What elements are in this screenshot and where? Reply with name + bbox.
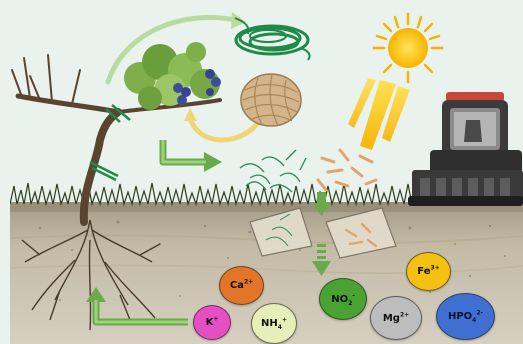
ion-fe-symbol: Fe [417, 266, 430, 277]
twine-ball-image [241, 74, 301, 126]
ion-nh4-symbol: NH [261, 318, 278, 329]
ion-mg-badge: Mg2+ [370, 296, 422, 340]
ion-hpo4-symbol: HPO [448, 311, 472, 322]
ion-k-badge: K+ [193, 305, 231, 340]
ion-hpo4-subscript: 4 [472, 317, 476, 324]
tractor-mulcher [408, 92, 523, 206]
ion-fe-badge: Fe3+ [406, 252, 451, 291]
wire-spool-image [235, 18, 310, 60]
ion-nh4-badge: NH4+ [251, 303, 297, 344]
ion-no2-charge: - [352, 292, 355, 299]
ion-hpo4-charge: 2- [476, 310, 483, 317]
ion-ca-badge: Ca2+ [219, 266, 264, 305]
arrow-to-clippings [163, 140, 222, 172]
ion-no2-badge: NO2- [319, 278, 367, 320]
ion-hpo4-badge: HPO42- [436, 293, 495, 340]
ion-fe-charge: 3+ [431, 265, 440, 272]
ion-mg-symbol: Mg [383, 313, 400, 324]
ion-no2-symbol: NO [331, 294, 348, 305]
ion-nh4-subscript: 4 [278, 324, 282, 331]
ion-nh4-charge: + [282, 317, 287, 324]
ion-mg-charge: 2+ [400, 311, 409, 318]
ion-no2-subscript: 2 [348, 300, 352, 307]
ion-k-charge: + [213, 316, 218, 323]
top-margin [0, 0, 523, 8]
twine-clippings [318, 150, 376, 190]
sun [348, 14, 442, 150]
wire-clippings [240, 150, 306, 192]
vine-foliage [124, 42, 221, 110]
ion-ca-symbol: Ca [230, 280, 244, 291]
ion-ca-charge: 2+ [244, 279, 253, 286]
left-margin [0, 0, 10, 344]
